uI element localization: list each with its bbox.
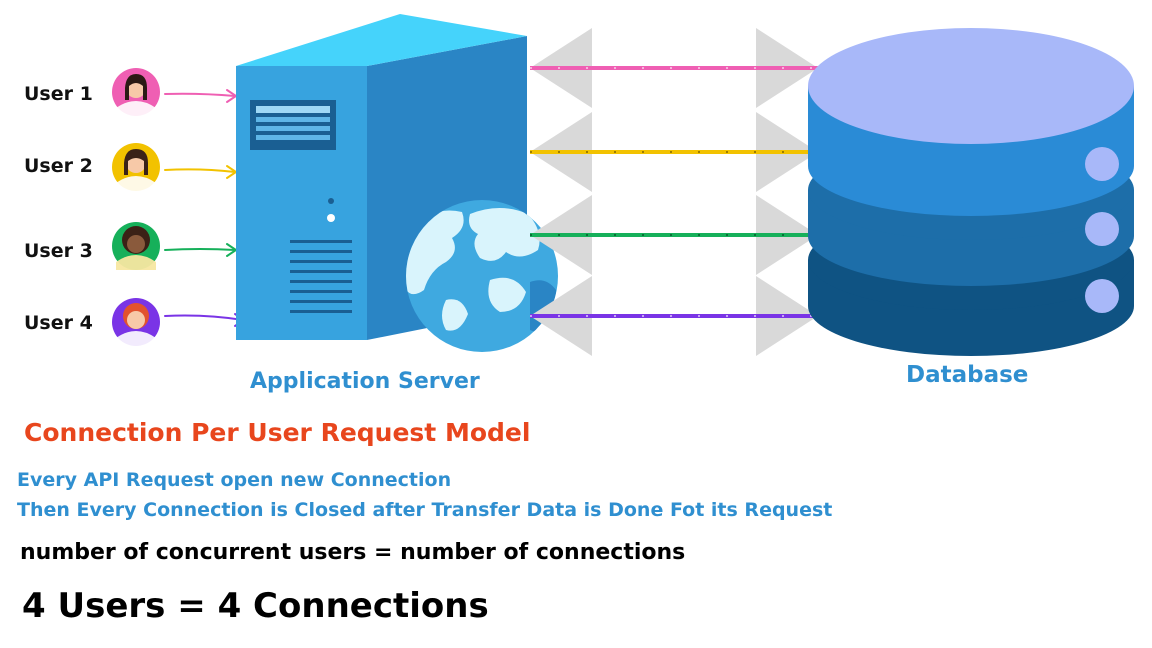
user-label-1: User 1 xyxy=(24,83,93,105)
user-avatar-1 xyxy=(112,68,160,116)
formula-text: number of concurrent users = number of c… xyxy=(20,540,686,565)
database-caption: Database xyxy=(906,362,1029,388)
server-caption: Application Server xyxy=(250,369,480,394)
user-2-request-arrow xyxy=(164,165,238,179)
user-avatar-2 xyxy=(112,143,160,191)
user-4-request-arrow xyxy=(164,313,246,327)
database-icon xyxy=(808,28,1134,356)
user-3-request-arrow xyxy=(164,243,238,257)
description-line-2: Then Every Connection is Closed after Tr… xyxy=(17,499,833,521)
description-line-1: Every API Request open new Connection xyxy=(17,469,452,491)
user-1-request-arrow xyxy=(164,89,238,103)
model-title: Connection Per User Request Model xyxy=(24,418,531,447)
user-avatar-4 xyxy=(112,298,160,346)
summary-text: 4 Users = 4 Connections xyxy=(22,586,489,626)
user-label-4: User 4 xyxy=(24,312,93,334)
user-avatar-3 xyxy=(112,222,160,270)
user-request-arrows xyxy=(164,89,246,327)
connection-arrowheads xyxy=(530,28,818,356)
user-label-2: User 2 xyxy=(24,155,93,177)
user-label-3: User 3 xyxy=(24,240,93,262)
connection-lines xyxy=(530,66,818,318)
